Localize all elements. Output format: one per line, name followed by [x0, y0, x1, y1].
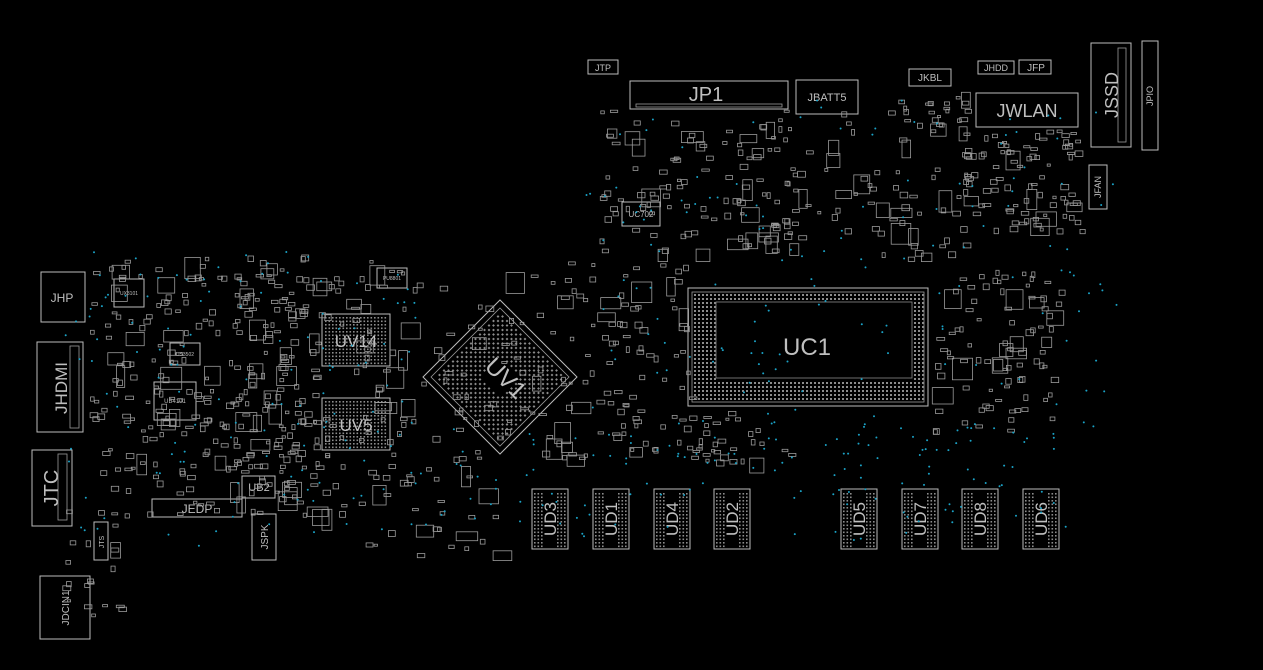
svg-text:JDCIN1: JDCIN1 — [61, 590, 72, 625]
svg-text:JSPK: JSPK — [260, 524, 271, 549]
svg-text:JPIO: JPIO — [1145, 86, 1155, 106]
chip-ud5[interactable]: UD5 — [840, 488, 878, 550]
connector-jhp[interactable]: JHP — [40, 271, 86, 323]
svg-text:JSSD: JSSD — [1102, 72, 1122, 118]
connector-jspk[interactable]: JSPK — [251, 513, 277, 561]
chip-ud6[interactable]: UD6 — [1022, 488, 1060, 550]
svg-text:JHDMI: JHDMI — [52, 362, 71, 414]
svg-text:UD8: UD8 — [971, 502, 990, 536]
connector-jhdd[interactable]: JHDD — [977, 60, 1015, 75]
chip-ud3[interactable]: UD3 — [531, 488, 569, 550]
chip-ud8[interactable]: UD8 — [961, 488, 999, 550]
chip-uv14[interactable]: UV14 — [321, 313, 391, 367]
svg-text:UD4: UD4 — [663, 502, 682, 536]
via-dots — [64, 99, 1118, 547]
connector-jhdmi[interactable]: JHDMI — [36, 341, 84, 433]
svg-text:JBATT5: JBATT5 — [808, 92, 847, 104]
chip-uc1[interactable]: UC1 — [687, 287, 929, 407]
connector-jkbl[interactable]: JKBL — [908, 68, 952, 87]
chip-uv5[interactable]: UV5 — [321, 397, 391, 451]
connector-jwlan[interactable]: JWLAN — [975, 92, 1079, 128]
svg-text:UC1: UC1 — [783, 334, 831, 361]
svg-text:UD5: UD5 — [850, 502, 869, 536]
connector-jdcin1[interactable]: JDCIN1 — [39, 575, 91, 640]
svg-text:UX3101: UX3101 — [120, 291, 138, 297]
connector-jtp[interactable]: JTP — [587, 59, 619, 75]
svg-text:JTP: JTP — [595, 63, 611, 73]
svg-text:JWLAN: JWLAN — [996, 101, 1057, 121]
connector-jts[interactable]: JTS — [93, 521, 109, 561]
svg-text:JFP: JFP — [1027, 63, 1045, 74]
chip-us3502[interactable]: US3502 — [169, 342, 201, 366]
connector-jfp[interactable]: JFP — [1018, 59, 1052, 75]
chip-ud7[interactable]: UD7 — [901, 488, 939, 550]
svg-text:UV14: UV14 — [335, 332, 378, 351]
svg-text:UD7: UD7 — [911, 502, 930, 536]
svg-text:JHDD: JHDD — [984, 63, 1008, 73]
chip-pu8801[interactable]: PU8801 — [376, 267, 408, 289]
svg-text:JTC: JTC — [41, 470, 63, 507]
svg-text:UC702: UC702 — [629, 210, 654, 219]
svg-text:JEDP: JEDP — [182, 502, 213, 516]
connector-jfan[interactable]: JFAN — [1088, 164, 1108, 210]
svg-text:JFAN: JFAN — [1093, 176, 1103, 198]
svg-text:UV5: UV5 — [339, 416, 372, 435]
connector-jssd[interactable]: JSSD — [1090, 42, 1132, 148]
passive-components — [62, 91, 1086, 618]
chip-ud1[interactable]: UD1 — [592, 488, 630, 550]
svg-text:UD1: UD1 — [602, 502, 621, 536]
svg-text:JP1: JP1 — [689, 84, 723, 106]
svg-text:UD3: UD3 — [541, 502, 560, 536]
connector-jpio[interactable]: JPIO — [1141, 40, 1159, 151]
svg-text:UD2: UD2 — [723, 502, 742, 536]
connector-jp1[interactable]: JP1 — [629, 80, 789, 110]
connector-jedp[interactable]: JEDP — [151, 498, 243, 518]
svg-text:PU8801: PU8801 — [383, 276, 401, 282]
svg-text:UB4101: UB4101 — [164, 399, 186, 405]
connector-jtc[interactable]: JTC — [31, 449, 73, 527]
chip-ud2[interactable]: UD2 — [713, 488, 751, 550]
svg-text:JTS: JTS — [99, 535, 106, 548]
svg-text:JHP: JHP — [51, 291, 74, 305]
svg-text:US3502: US3502 — [176, 352, 194, 358]
svg-text:UD6: UD6 — [1032, 502, 1051, 536]
svg-text:JKBL: JKBL — [918, 73, 942, 84]
chip-uc702[interactable]: UC702 — [621, 201, 661, 227]
